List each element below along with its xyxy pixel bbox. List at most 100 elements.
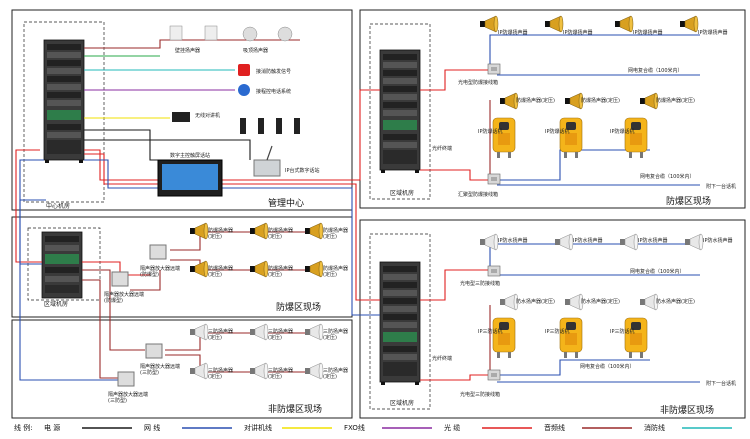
label-ceiling-speaker: 吸顶扬声器 — [243, 47, 268, 54]
amp-nonex-2-icon — [117, 371, 135, 387]
zone-right-bot — [359, 219, 746, 419]
label-nonex-speaker-4: 三防扬声器(定压) — [208, 367, 233, 380]
label-ex-speaker-b1: 防爆扬声器(定压) — [208, 265, 233, 278]
label-ex-speaker-b3: 防爆扬声器(定压) — [323, 265, 348, 278]
label-rb-nx-speaker-1: 防水扬声器(定压) — [516, 298, 555, 305]
label-ex-speaker-a1: 防爆扬声器(定压) — [208, 227, 233, 240]
label-nonex-amp-1: 隔声器放大器远端(三防型) — [140, 363, 180, 376]
label-ex-right-top: 防爆区现场 — [666, 195, 711, 207]
label-rt-junction-1: 光电型防爆接线箱 — [458, 79, 498, 86]
label-rb-nx-speaker-3: 防水扬声器(定压) — [656, 298, 695, 305]
label-rb-phone-1: IP三防话机 — [478, 328, 503, 335]
label-rt-ex-speaker-3: 防爆扬声器(定压) — [656, 97, 695, 104]
label-rb-phone-2: IP三防话机 — [545, 328, 570, 335]
wall-speaker-icon — [204, 25, 218, 41]
legend-item-label: 光 缆 — [444, 423, 460, 432]
label-rb-cable-1: 网电复合缆（100米内） — [630, 268, 685, 275]
console-screen-icon — [162, 164, 218, 190]
legend-item-label: 网 线 — [144, 423, 160, 432]
right-bot-devices: IP防水扬声器 IP防水扬声器 IP防水扬声器 IP防水扬声器 光电型三防接线箱… — [432, 233, 736, 398]
label-amp-nonex: 隔声器放大器远端(防爆型) — [104, 291, 144, 304]
label-nonex-speaker-5: 三防扬声器(定压) — [268, 367, 293, 380]
label-nonex-right-bot: 非防爆区现场 — [660, 404, 714, 416]
amp-nonex-1-icon — [145, 343, 163, 359]
walkie-icon — [276, 118, 282, 134]
label-region-left: 区域机房 — [44, 300, 68, 308]
label-rb-nx-speaker-2: 防水扬声器(定压) — [581, 298, 620, 305]
zone-region-right-bot — [369, 233, 431, 410]
center-devices: 壁挂扬声器 吸顶扬声器 接消防触发信号 接程控电话系统 无线对讲机 数字主控触屏… — [157, 25, 320, 197]
label-center-room: 中心机房 — [46, 202, 70, 210]
label-ex-speaker-a3: 防爆扬声器(定压) — [323, 227, 348, 240]
label-nonex-mid: 非防爆区现场 — [268, 403, 322, 415]
label-wall-speaker: 壁挂扬声器 — [175, 47, 200, 54]
zone-center-outer — [11, 9, 353, 211]
label-nonex-speaker-2: 三防扬声器(定压) — [268, 328, 293, 341]
label-ex-speaker-a2: 防爆扬声器(定压) — [268, 227, 293, 240]
rack-right-top — [379, 49, 421, 174]
label-nonex-speaker-6: 三防扬声器(定压) — [323, 367, 348, 380]
rack-right-bot — [379, 261, 421, 386]
wires — [15, 34, 700, 383]
label-rb-cable-2: 网电复合缆（100米内） — [580, 363, 635, 370]
label-rt-cable-2: 网电复合缆（100米内） — [640, 173, 695, 180]
legend-item-label: 对讲机线 — [244, 423, 272, 432]
zone-nonex-mid — [11, 319, 353, 419]
label-region-right-top: 区域机房 — [390, 189, 414, 197]
label-console: 数字主控触屏话站 — [170, 152, 210, 159]
ceiling-speaker-icon — [277, 26, 293, 42]
label-rb-ip-speaker-2: IP防水扬声器 — [573, 237, 603, 244]
label-region-right-bot: 区域机房 — [390, 399, 414, 407]
label-rt-ip-speaker-3: IP防爆扬声器 — [633, 29, 663, 36]
label-rt-ex-speaker-1: 防爆扬声器(定压) — [516, 97, 555, 104]
legend-title: 线 例: — [14, 423, 33, 432]
label-phone-system: 接程控电话系统 — [256, 88, 291, 95]
label-nonex-speaker-1: 三防扬声器(定压) — [208, 328, 233, 341]
label-rt-ip-speaker-4: IP防爆扬声器 — [698, 29, 728, 36]
legend-item-label: 电 源 — [44, 423, 60, 432]
label-nonex-amp-2: 隔声器放大器远端(三防型) — [108, 391, 148, 404]
zone-region-right-top — [369, 23, 431, 200]
label-rt-fiber: 光纤终端 — [432, 145, 452, 152]
label-ex-mid: 防爆区现场 — [276, 301, 321, 313]
label-nonex-speaker-3: 三防扬声器(定压) — [323, 328, 348, 341]
label-fire-alarm: 接消防触发信号 — [256, 68, 291, 75]
label-rb-ip-speaker-1: IP防水扬声器 — [498, 237, 528, 244]
label-rt-ip-speaker-2: IP防爆扬声器 — [563, 29, 593, 36]
label-amp-ex: 隔声器放大器远端(防爆型) — [140, 265, 180, 278]
label-rt-ip-speaker-1: IP防爆扬声器 — [498, 29, 528, 36]
walkie-icon — [240, 118, 246, 134]
right-top-devices: IP防爆扬声器 IP防爆扬声器 IP防爆扬声器 IP防爆扬声器 光电型防爆接线箱… — [432, 15, 736, 198]
desk-mic-icon — [253, 159, 281, 177]
label-rt-phone-3: IP防爆话机 — [610, 128, 635, 135]
amp-ex-icon — [149, 244, 167, 260]
wall-speaker-icon — [169, 25, 183, 41]
fire-alarm-icon — [238, 64, 250, 76]
radio-base-icon — [172, 112, 190, 122]
label-rt-junction-2: 汇聚型防爆接线箱 — [458, 191, 498, 198]
rack-region-left — [41, 231, 83, 299]
ex-mid-devices: 隔声器放大器远端(防爆型) 隔声器放大器远端(防爆型) 防爆扬声器(定压) 防爆… — [104, 222, 348, 304]
label-rb-next: 附下一台话机 — [706, 380, 736, 387]
label-rb-junction-2: 光电型三防接线箱 — [460, 391, 500, 398]
label-rb-fiber: 光纤终端 — [432, 355, 452, 362]
walkie-icon — [294, 118, 300, 134]
label-management: 管理中心 — [268, 197, 304, 209]
label-rb-ip-speaker-3: IP防水扬声器 — [638, 237, 668, 244]
phone-system-icon — [238, 84, 250, 96]
label-rb-junction-1: 光电型三防接线箱 — [460, 280, 500, 287]
legend-item-label: 音频线 — [544, 423, 565, 432]
label-rb-phone-3: IP三防话机 — [610, 328, 635, 335]
zone-center-room — [23, 21, 105, 203]
ceiling-speaker-icon — [242, 26, 258, 42]
nonex-mid-devices: 隔声器放大器远端(三防型) 隔声器放大器远端(三防型) 三防扬声器(定压) 三防… — [108, 323, 348, 404]
label-rb-ip-speaker-4: IP防水扬声器 — [703, 237, 733, 244]
label-rt-ex-speaker-2: 防爆扬声器(定压) — [581, 97, 620, 104]
walkie-icon — [258, 118, 264, 134]
label-rt-cable-1: 网电复合缆（100米内） — [628, 67, 683, 74]
label-rt-phone-1: IP防爆话机 — [478, 128, 503, 135]
label-rt-phone-2: IP防爆话机 — [545, 128, 570, 135]
label-ex-speaker-b2: 防爆扬声器(定压) — [268, 265, 293, 278]
